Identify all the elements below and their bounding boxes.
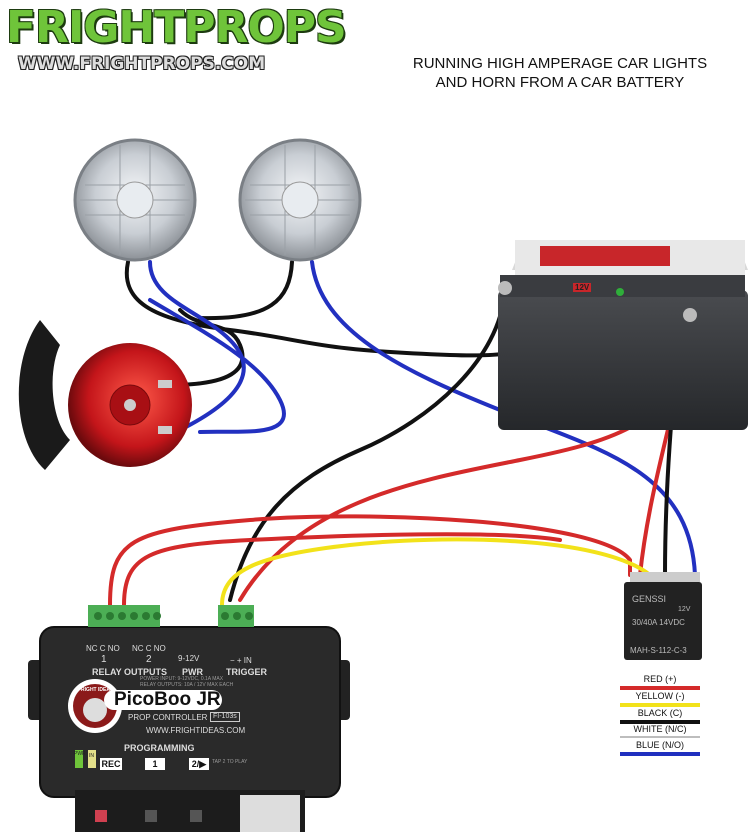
trigger-terminals: − + IN	[230, 656, 252, 665]
wire-black-lamp2	[198, 260, 294, 321]
wire-black-horn	[168, 308, 245, 387]
controller-name: PicoBoo JR	[104, 690, 222, 710]
led-pwr-label: PWR	[74, 751, 86, 757]
legend-swatch-white	[620, 736, 700, 738]
wire-black-battery	[228, 288, 507, 602]
legend-swatch-blue	[620, 752, 700, 756]
relay1-number: 1	[101, 654, 107, 665]
controller-subtitle: PROP CONTROLLER	[128, 713, 208, 722]
legend-swatch-black	[620, 720, 700, 724]
car-battery	[498, 240, 748, 430]
relay-brand: GENSSI	[632, 594, 667, 604]
frightprops-logo: FRIGHTPROPS WWW.FRIGHTPROPS.COM	[4, 2, 347, 78]
diagram-title: RUNNING HIGH AMPERAGE CAR LIGHTS AND HOR…	[380, 54, 740, 92]
wire-blue-cross	[148, 298, 286, 434]
legend-label-red: RED (+)	[643, 674, 677, 684]
car-horn	[18, 320, 192, 470]
relay1-terminals: NC C NO	[86, 644, 120, 653]
pwr-label: PWR	[182, 667, 203, 677]
legend-swatch-yellow	[620, 703, 700, 707]
tap-to-play-note: TAP 2 TO PLAY	[212, 759, 248, 765]
relay2-terminals: NC C NO	[132, 644, 166, 653]
legend-swatch-red	[620, 686, 700, 690]
program-2-play-button[interactable]: 2/▶	[189, 758, 209, 770]
battery-label: 12V	[573, 283, 592, 293]
fright-ideas-badge: FRIGHT IDEAS	[78, 687, 114, 693]
headlamp-2	[238, 138, 362, 262]
relay2-number: 2	[146, 654, 152, 665]
relay-model: MAH-S-112-C-3	[630, 646, 687, 655]
model-badge: FI-103s	[210, 712, 240, 723]
title-line-2: AND HORN FROM A CAR BATTERY	[435, 74, 685, 91]
automotive-relay	[624, 572, 702, 660]
title-line-1: RUNNING HIGH AMPERAGE CAR LIGHTS	[412, 55, 708, 72]
pwr-voltage: 9-12V	[178, 654, 200, 663]
relay-rating: 30/40A 14VDC	[632, 618, 685, 627]
program-1-button[interactable]: 1	[145, 758, 165, 770]
wire-red-relay-out	[108, 514, 632, 607]
wire-yellow	[220, 537, 652, 607]
logo-url: WWW.FRIGHTPROPS.COM	[18, 54, 266, 74]
legend-label-blue: BLUE (N/O)	[635, 740, 684, 750]
led-in-label: IN	[89, 753, 94, 759]
wire-blue-lamp1	[148, 260, 246, 432]
rec-button[interactable]: REC	[100, 758, 122, 770]
wire-red-relay-out2	[122, 532, 562, 607]
trigger-label: TRIGGER	[226, 667, 268, 677]
relay-outputs-label: RELAY OUTPUTS	[92, 667, 168, 677]
spec-line-1: POWER INPUT: 9-12VDC, 0.1A MAX	[140, 676, 224, 682]
legend-label-black: BLACK (C)	[637, 708, 683, 718]
legend-label-yellow: YELLOW (-)	[635, 691, 685, 701]
relay-coil: 12V	[678, 606, 691, 613]
picoboo-controller-body	[28, 605, 350, 832]
controller-website: WWW.FRIGHTIDEAS.COM	[146, 726, 246, 735]
programming-label: PROGRAMMING	[124, 743, 195, 753]
spec-line-2: RELAY OUTPUTS: 10A / 12V MAX EACH	[140, 682, 234, 688]
legend-label-white: WHITE (N/C)	[633, 724, 687, 734]
logo-name: FRIGHTPROPS	[6, 2, 347, 53]
headlamp-1	[73, 138, 197, 262]
